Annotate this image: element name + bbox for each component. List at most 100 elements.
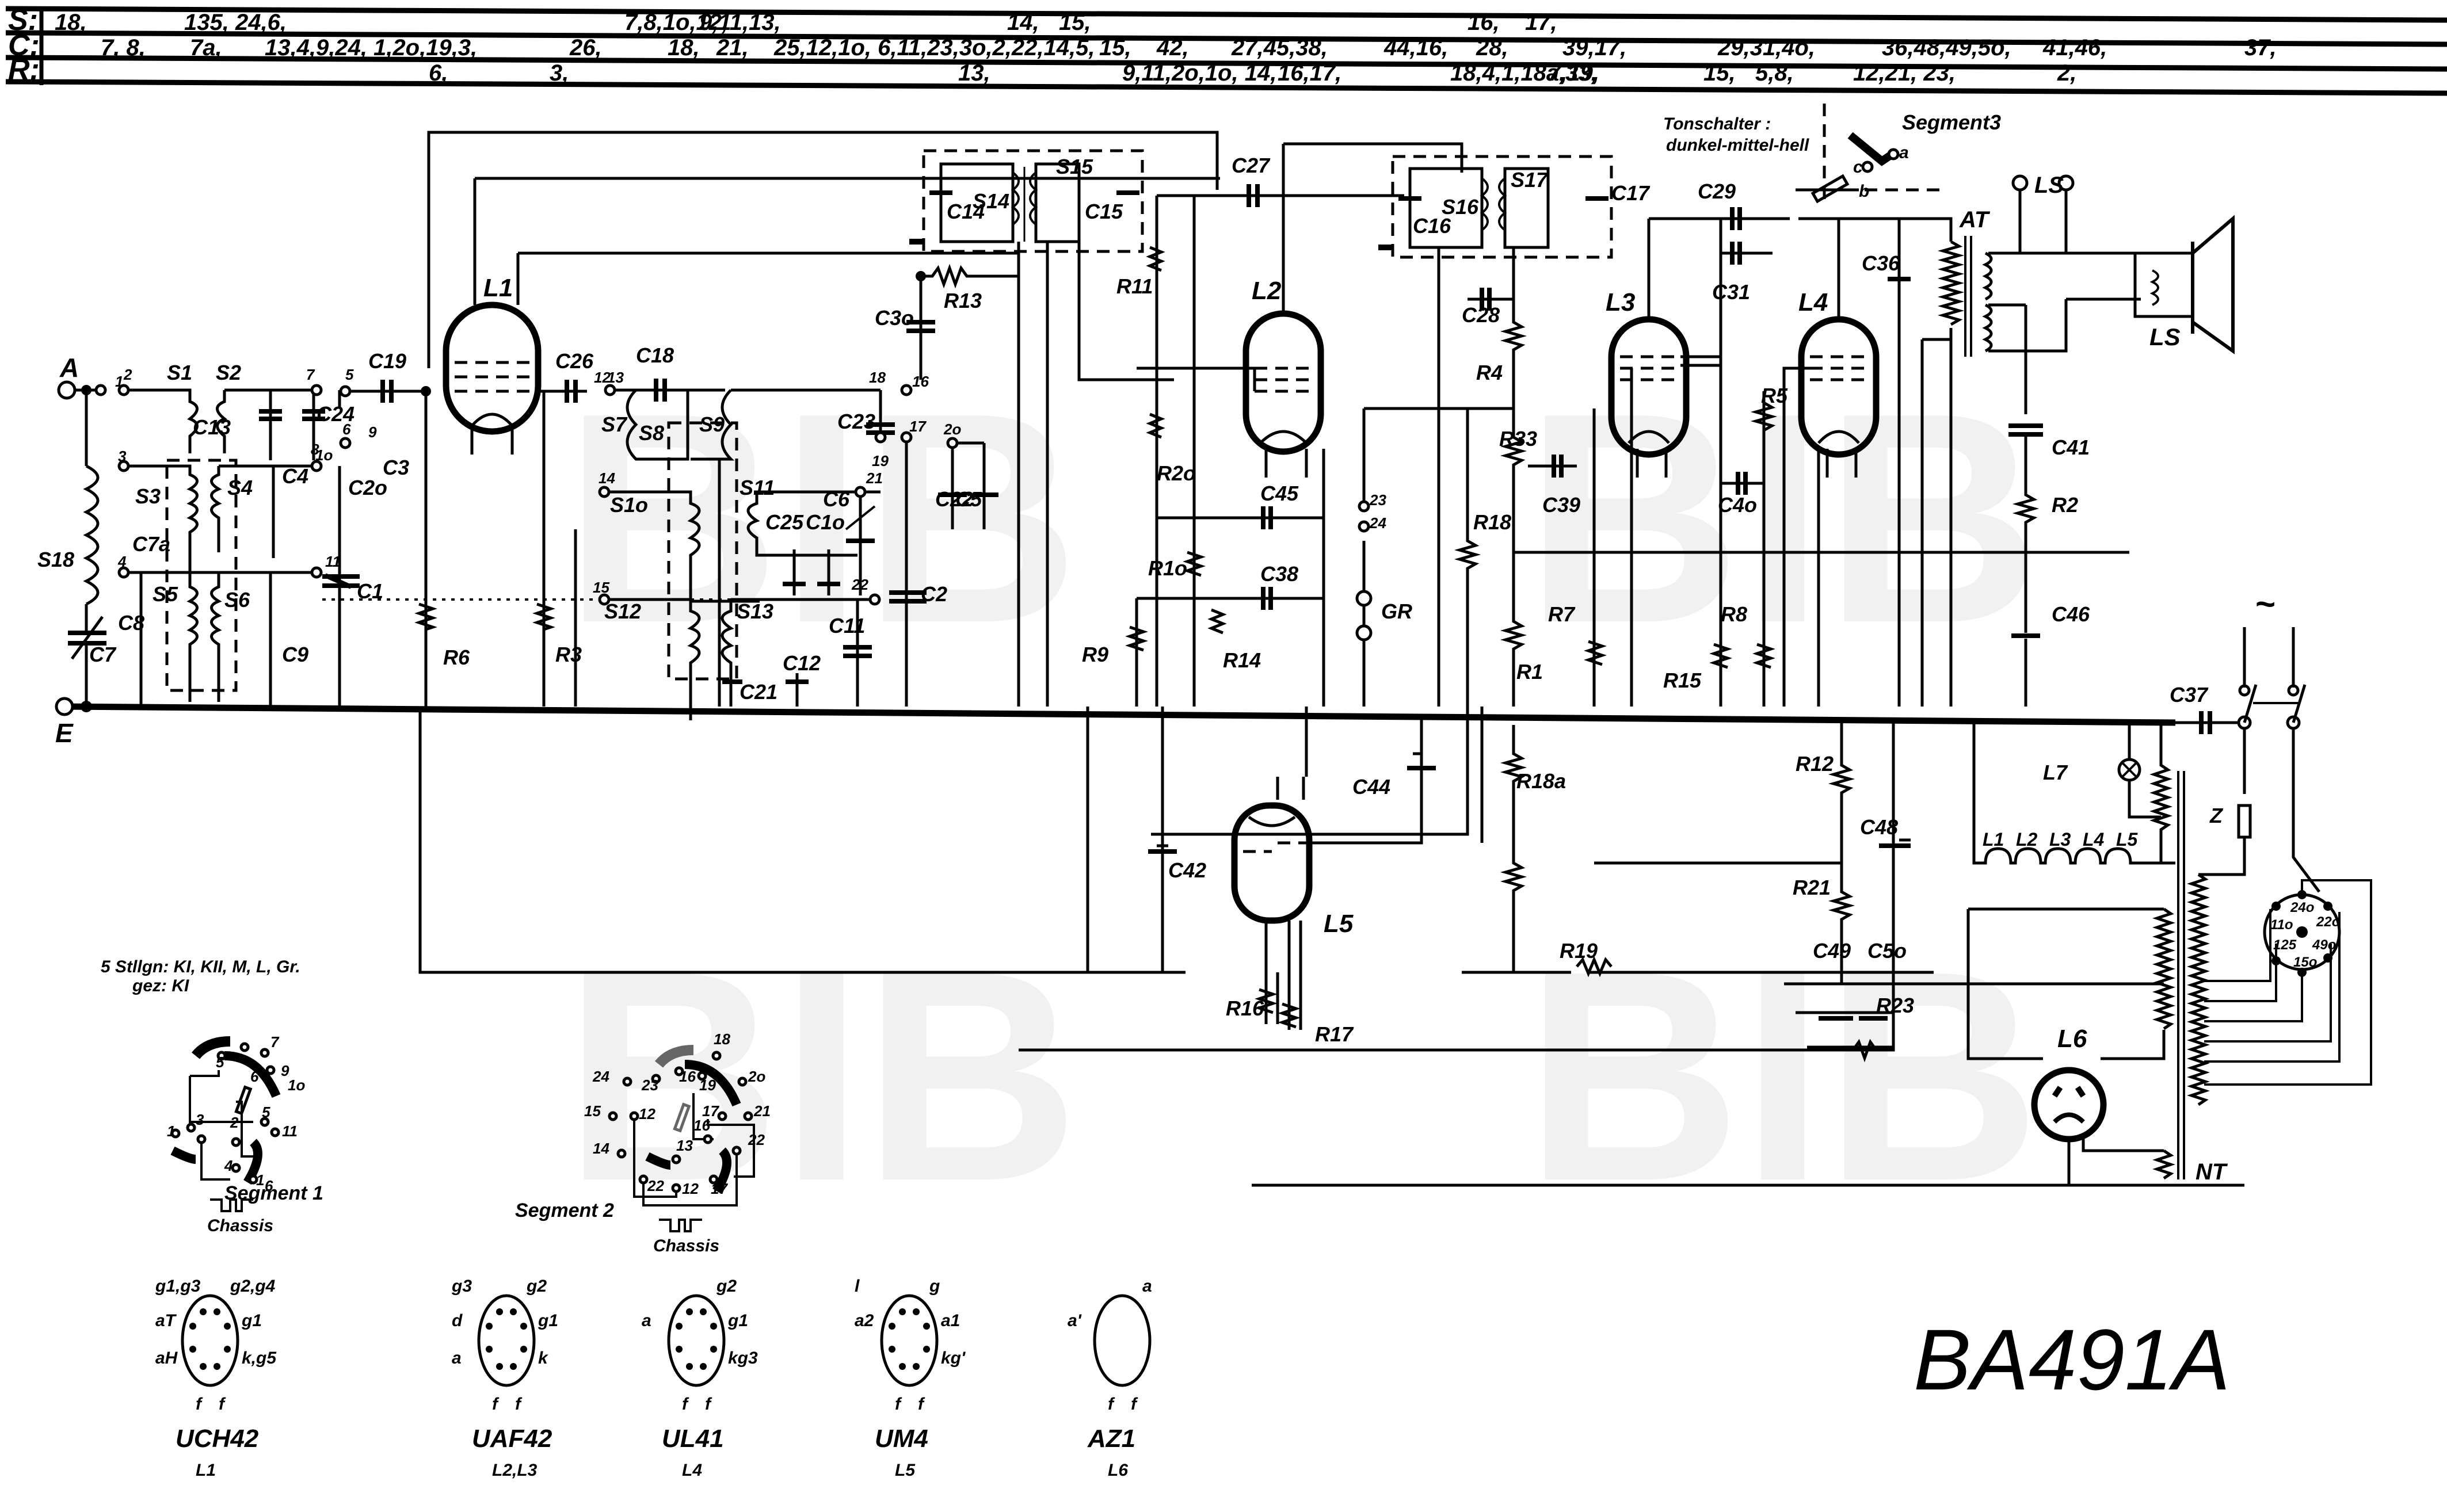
heater-label-l3: L3 xyxy=(2049,829,2071,850)
voltage-tap-24o: 24o xyxy=(2290,900,2314,915)
base-pin-label: f xyxy=(1131,1395,1138,1414)
base-ref-label: L2,L3 xyxy=(492,1461,538,1480)
segment1-pin: 5 xyxy=(262,1104,270,1121)
base-type-label: UM4 xyxy=(875,1425,928,1453)
base-pin-label: g xyxy=(929,1277,940,1296)
label-r11: R11 xyxy=(1116,274,1153,298)
label-r21: R21 xyxy=(1793,876,1831,899)
base-pin-label: g1 xyxy=(727,1311,748,1330)
table-entry: 25,12,1o, 6,11,23,3o,2,22,14,5, xyxy=(773,35,1095,60)
voltage-tap-49o: 49o xyxy=(2312,937,2336,953)
voltage-tap-contact[interactable] xyxy=(2323,902,2332,911)
label-s2: S2 xyxy=(216,361,241,384)
base-pin-label: f xyxy=(196,1395,203,1414)
label-s9: S9 xyxy=(699,413,725,436)
gramophone-label: GR xyxy=(1381,600,1412,623)
label-s5: S5 xyxy=(153,582,178,606)
table-entry: 29,31,4o, xyxy=(1717,35,1815,60)
label-r6: R6 xyxy=(443,646,470,669)
base-pin xyxy=(889,1346,895,1353)
switch-pin-13: 13 xyxy=(607,369,624,386)
base-pin-label: g1,g3 xyxy=(155,1277,201,1296)
antenna-terminal[interactable] xyxy=(57,380,77,400)
tone-switch[interactable]: Tonschalter : dunkel-mittel-hell Segment… xyxy=(1663,104,2001,207)
label-c2o: C2o xyxy=(348,476,387,499)
base-pin-label: f xyxy=(895,1395,902,1414)
label-c1: C1 xyxy=(357,579,383,603)
voltage-tap-11o: 11o xyxy=(2270,917,2293,933)
table-entry: 16, xyxy=(1468,10,1500,35)
switch-pin-11: 11 xyxy=(325,553,341,570)
table-head-r: R: xyxy=(8,53,40,86)
table-entry: 14, xyxy=(1007,10,1039,35)
segment1-pin: 3 xyxy=(196,1111,204,1128)
switch-pin-6: 6 xyxy=(342,421,351,438)
label-c4: C4 xyxy=(282,464,308,488)
table-entry: 7a, xyxy=(190,35,222,60)
segment1-pin: 1o xyxy=(288,1076,305,1094)
label-s1: S1 xyxy=(167,361,192,384)
label-c13: C13 xyxy=(193,415,231,439)
base-pin xyxy=(510,1363,517,1370)
label-c3o: C3o xyxy=(875,306,914,330)
label-r18: R18 xyxy=(1473,510,1511,534)
switch-pin-7: 7 xyxy=(306,366,315,383)
base-pin xyxy=(510,1308,517,1315)
voltage-tap-contact[interactable] xyxy=(2271,902,2281,911)
switch-pin-2o: 2o xyxy=(943,421,961,438)
label-c11: C11 xyxy=(829,614,865,637)
base-pin xyxy=(486,1323,493,1330)
base-ref-label: L1 xyxy=(196,1461,216,1480)
switch-pin-23: 23 xyxy=(1369,491,1386,509)
switch-pin-1o: 1o xyxy=(315,446,333,464)
heater-label-l1: L1 xyxy=(1983,829,2004,850)
base-pin xyxy=(923,1346,930,1353)
table-entry: 28, xyxy=(1476,35,1508,60)
label-c48: C48 xyxy=(1860,815,1898,839)
segment2-pin: 22 xyxy=(647,1177,664,1194)
table-entry: 18,4,1,18a,33, xyxy=(1450,60,1598,86)
table-entry: 42, xyxy=(1156,35,1189,60)
switch-pin-12: 12 xyxy=(594,369,611,386)
label-r1o: R1o xyxy=(1148,556,1187,580)
base-ref-label: L5 xyxy=(895,1461,916,1480)
table-entry: 9,11,13, xyxy=(699,10,781,35)
label-c27: C27 xyxy=(1232,154,1271,177)
base-pin-label: aT xyxy=(155,1311,177,1330)
label-c38: C38 xyxy=(1260,562,1298,586)
segment3-label: Segment3 xyxy=(1902,110,2001,134)
label-c24: C24 xyxy=(317,402,355,426)
segment1-pin: 1 xyxy=(256,1171,264,1189)
tube-l4: L4 xyxy=(1798,219,1880,478)
label-c16: C16 xyxy=(1413,214,1451,238)
label-r18a: R18a xyxy=(1516,769,1566,793)
earth-terminal[interactable] xyxy=(55,697,74,716)
label-c6: C6 xyxy=(823,487,850,511)
ls-terminal-1[interactable] xyxy=(2011,174,2029,192)
table-entry: 41,46, xyxy=(2042,35,2107,60)
label-r2: R2 xyxy=(2052,493,2078,517)
base-pin-label: k,g5 xyxy=(242,1349,277,1368)
base-pin-label: kg3 xyxy=(728,1349,758,1368)
input-section: A xyxy=(57,353,863,712)
label-c5o: C5o xyxy=(1867,939,1907,963)
ls-terminal-2[interactable] xyxy=(2057,174,2075,192)
table-entry: 13, xyxy=(958,60,990,86)
table-entry: 7,8,1o,12, xyxy=(624,10,728,35)
if-transformer-2 xyxy=(1378,155,1613,259)
earth-label: E xyxy=(55,718,74,748)
heater-label-l2: L2 xyxy=(2016,829,2038,850)
table-entry: 12,21, 23, xyxy=(1853,60,1956,86)
label-c28: C28 xyxy=(1462,303,1500,327)
segment1-pin: 5 xyxy=(216,1053,224,1071)
base-pin xyxy=(700,1363,707,1370)
